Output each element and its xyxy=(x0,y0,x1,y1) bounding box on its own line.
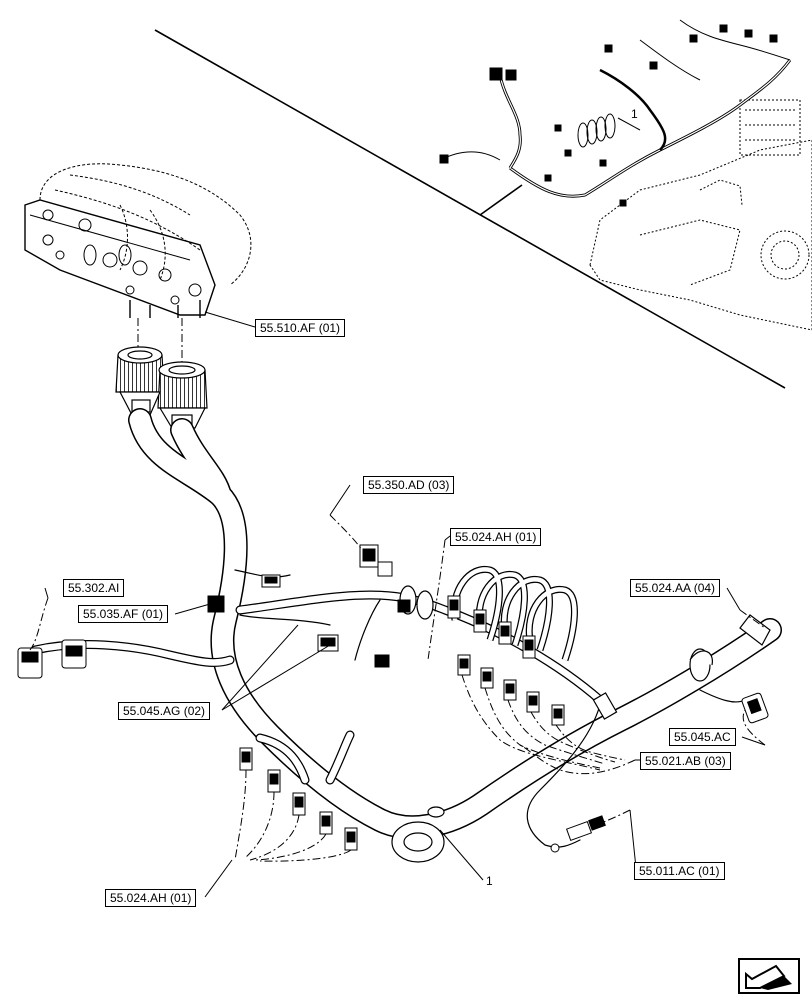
leader-55510af xyxy=(204,311,256,328)
main-harness-trunk xyxy=(30,408,782,848)
label-55-021-ab[interactable]: 55.021.AB (03) xyxy=(640,752,731,770)
leader-lines xyxy=(44,484,766,898)
label-55-024-aa[interactable]: 55.024.AA (04) xyxy=(630,579,721,597)
trunk-cut-end xyxy=(592,614,771,720)
trunk-junction xyxy=(391,806,445,863)
inset-callout-1: 1 xyxy=(631,107,638,121)
label-55-510-af[interactable]: 55.510.AF (01) xyxy=(255,319,346,337)
next-page-arrow-icon[interactable] xyxy=(738,958,800,994)
label-55-302-ai[interactable]: 55.302.AI xyxy=(63,579,125,597)
label-55-045-ag[interactable]: 55.045.AG (02) xyxy=(118,702,211,720)
label-55-024-ah-bottom[interactable]: 55.024.AH (01) xyxy=(105,889,197,907)
main-callout-1: 1 xyxy=(486,874,493,888)
label-55-350-ad[interactable]: 55.350.AD (03) xyxy=(363,476,455,494)
label-55-045-ac[interactable]: 55.045.AC xyxy=(669,728,736,746)
label-55-035-af[interactable]: 55.035.AF (01) xyxy=(78,605,169,623)
inset-overview xyxy=(154,19,812,389)
label-55-011-ac[interactable]: 55.011.AC (01) xyxy=(634,862,725,880)
dash-dot-leaders xyxy=(29,514,766,862)
intake-manifold xyxy=(24,163,252,318)
label-55-024-ah-top[interactable]: 55.024.AH (01) xyxy=(450,528,542,546)
